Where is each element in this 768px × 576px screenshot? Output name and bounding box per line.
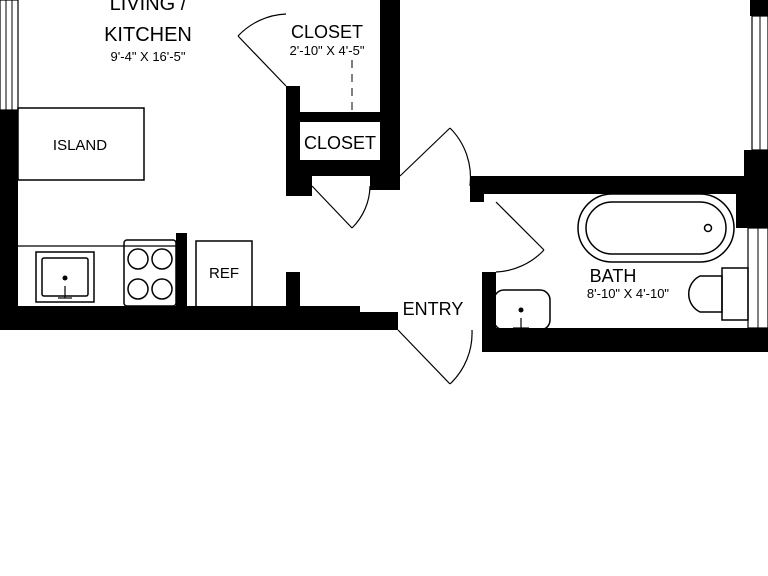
- left-window: [0, 0, 19, 111]
- ref-label: REF: [209, 265, 239, 282]
- bath-label: BATH: [590, 266, 637, 286]
- hall-door: [399, 127, 472, 187]
- bathtub-icon: [577, 193, 735, 263]
- walls: [0, 0, 768, 352]
- doors: [237, 13, 545, 385]
- closet-top-door: [237, 13, 287, 87]
- labels: LIVING / KITCHEN 9'-4" X 16'-5" CLOSET 2…: [53, 0, 670, 319]
- closet-small-door: [311, 185, 371, 229]
- living-label-line2: KITCHEN: [104, 24, 192, 46]
- bath-door: [495, 201, 545, 273]
- living-dims: 9'-4" X 16'-5": [111, 49, 186, 64]
- stove-icon: [123, 239, 177, 307]
- closet-top-label: CLOSET: [291, 22, 363, 42]
- refrigerator: [195, 240, 253, 308]
- island-label: ISLAND: [53, 137, 107, 154]
- closet-small-label: CLOSET: [304, 133, 376, 153]
- entry-label: ENTRY: [403, 299, 464, 319]
- bath-sink-icon: [493, 289, 551, 331]
- entry-door: [397, 329, 473, 385]
- closet-top-dims: 2'-10" X 4'-5": [290, 43, 365, 58]
- kitchen-counter: [18, 239, 177, 307]
- living-label-line1: LIVING /: [110, 0, 187, 15]
- right-window: [751, 15, 768, 151]
- bath-dims: 8'-10" X 4'-10": [587, 286, 670, 301]
- bath-window: [747, 227, 768, 329]
- toilet-icon: [688, 267, 749, 321]
- island: [17, 107, 145, 181]
- kitchen-sink-icon: [35, 251, 95, 303]
